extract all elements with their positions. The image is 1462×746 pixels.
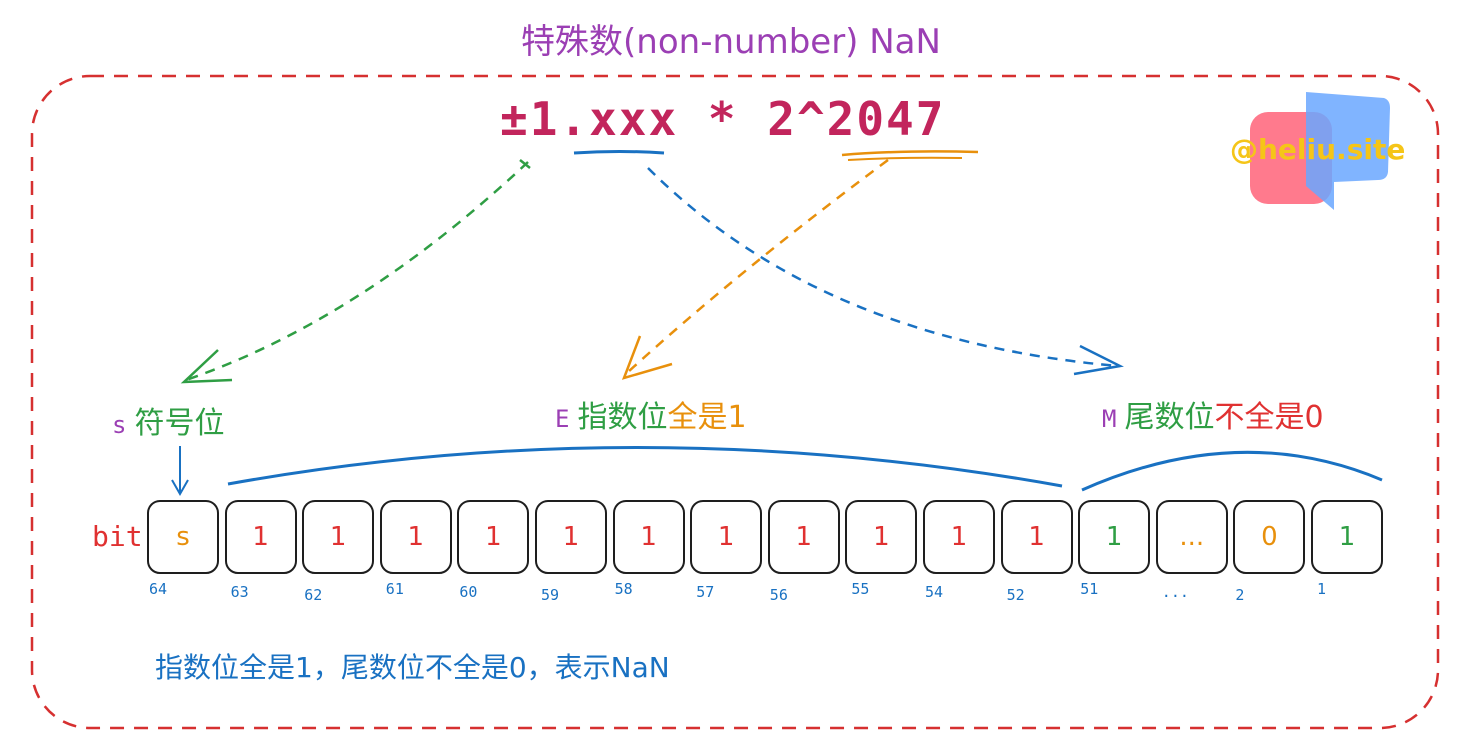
bit-index: 56 bbox=[769, 586, 788, 604]
bit-index: 60 bbox=[459, 583, 478, 601]
exponent-condition: 全是1 bbox=[667, 400, 747, 435]
mantissa-underline bbox=[573, 150, 665, 155]
bit-cell: 1 bbox=[767, 500, 840, 574]
exponent-underline bbox=[841, 150, 979, 157]
bit-cell: 0 bbox=[1233, 500, 1306, 574]
bit-cell: 1 bbox=[845, 500, 918, 574]
bit-index: 51 bbox=[1080, 580, 1099, 598]
exponent-text: 指数位 bbox=[577, 400, 668, 435]
bit-index: 52 bbox=[1006, 586, 1025, 604]
bit-cell: 1 bbox=[535, 500, 607, 574]
mantissa-brace bbox=[1081, 450, 1383, 492]
mantissa-text: 尾数位 bbox=[1124, 400, 1215, 435]
bit-cell: 1 bbox=[1000, 500, 1073, 574]
bit-label: bit bbox=[92, 520, 143, 553]
exponent-underline-2 bbox=[847, 156, 963, 161]
sign-text: 符号位 bbox=[134, 406, 225, 441]
bit-index: 62 bbox=[304, 586, 323, 604]
bit-index: 55 bbox=[851, 580, 870, 598]
bit-index: 1 bbox=[1317, 580, 1327, 598]
diagram-title: 特殊数(non-number) NaN bbox=[521, 22, 941, 62]
mantissa-arrow bbox=[647, 167, 1119, 368]
bit-index: 54 bbox=[925, 583, 944, 601]
bit-cell: ... bbox=[1155, 500, 1228, 574]
bit-cell: 1 bbox=[612, 500, 685, 574]
sign-arrowhead bbox=[180, 349, 233, 384]
bit-index: ... bbox=[1161, 583, 1189, 601]
bit-cell: 1 bbox=[923, 500, 995, 574]
bit-cell: 1 bbox=[1311, 500, 1383, 574]
bit-index: 58 bbox=[614, 580, 633, 598]
bit-cell: 1 bbox=[1078, 500, 1151, 574]
bit-cell: 1 bbox=[379, 500, 452, 574]
bit-index: 2 bbox=[1235, 586, 1245, 604]
logo-blue-shape bbox=[1306, 92, 1390, 210]
bit-cell: 1 bbox=[302, 500, 375, 574]
bit-index: 61 bbox=[385, 580, 404, 598]
bit-index: 64 bbox=[149, 580, 168, 598]
watermark-text: @heliu.site bbox=[1230, 133, 1406, 166]
dashed-frame bbox=[30, 74, 1440, 730]
bit-index: 63 bbox=[230, 583, 249, 601]
exponent-arrowhead bbox=[621, 335, 673, 380]
sign-arrow bbox=[185, 161, 529, 382]
nan-formula: ±1.xxx * 2^2047 bbox=[500, 92, 946, 146]
bit-cell: s bbox=[147, 500, 219, 574]
footer-note: 指数位全是1，尾数位不全是0，表示NaN bbox=[155, 651, 670, 684]
exponent-brace bbox=[227, 446, 1063, 488]
exponent-arrow bbox=[627, 158, 889, 373]
bit-cell: 1 bbox=[690, 500, 763, 574]
exponent-letter: E bbox=[555, 405, 570, 433]
bit-cell: 1 bbox=[224, 500, 297, 574]
mantissa-condition: 不全是0 bbox=[1214, 400, 1324, 435]
bit-cell: 1 bbox=[457, 500, 530, 574]
sign-letter: s bbox=[112, 411, 127, 439]
sign-pointer-head bbox=[171, 479, 189, 497]
mantissa-arrowhead bbox=[1073, 344, 1124, 376]
bit-index: 59 bbox=[541, 586, 560, 604]
bit-index: 57 bbox=[696, 583, 715, 601]
mantissa-letter: M bbox=[1102, 405, 1117, 433]
sign-arrowhead-top bbox=[519, 159, 531, 169]
